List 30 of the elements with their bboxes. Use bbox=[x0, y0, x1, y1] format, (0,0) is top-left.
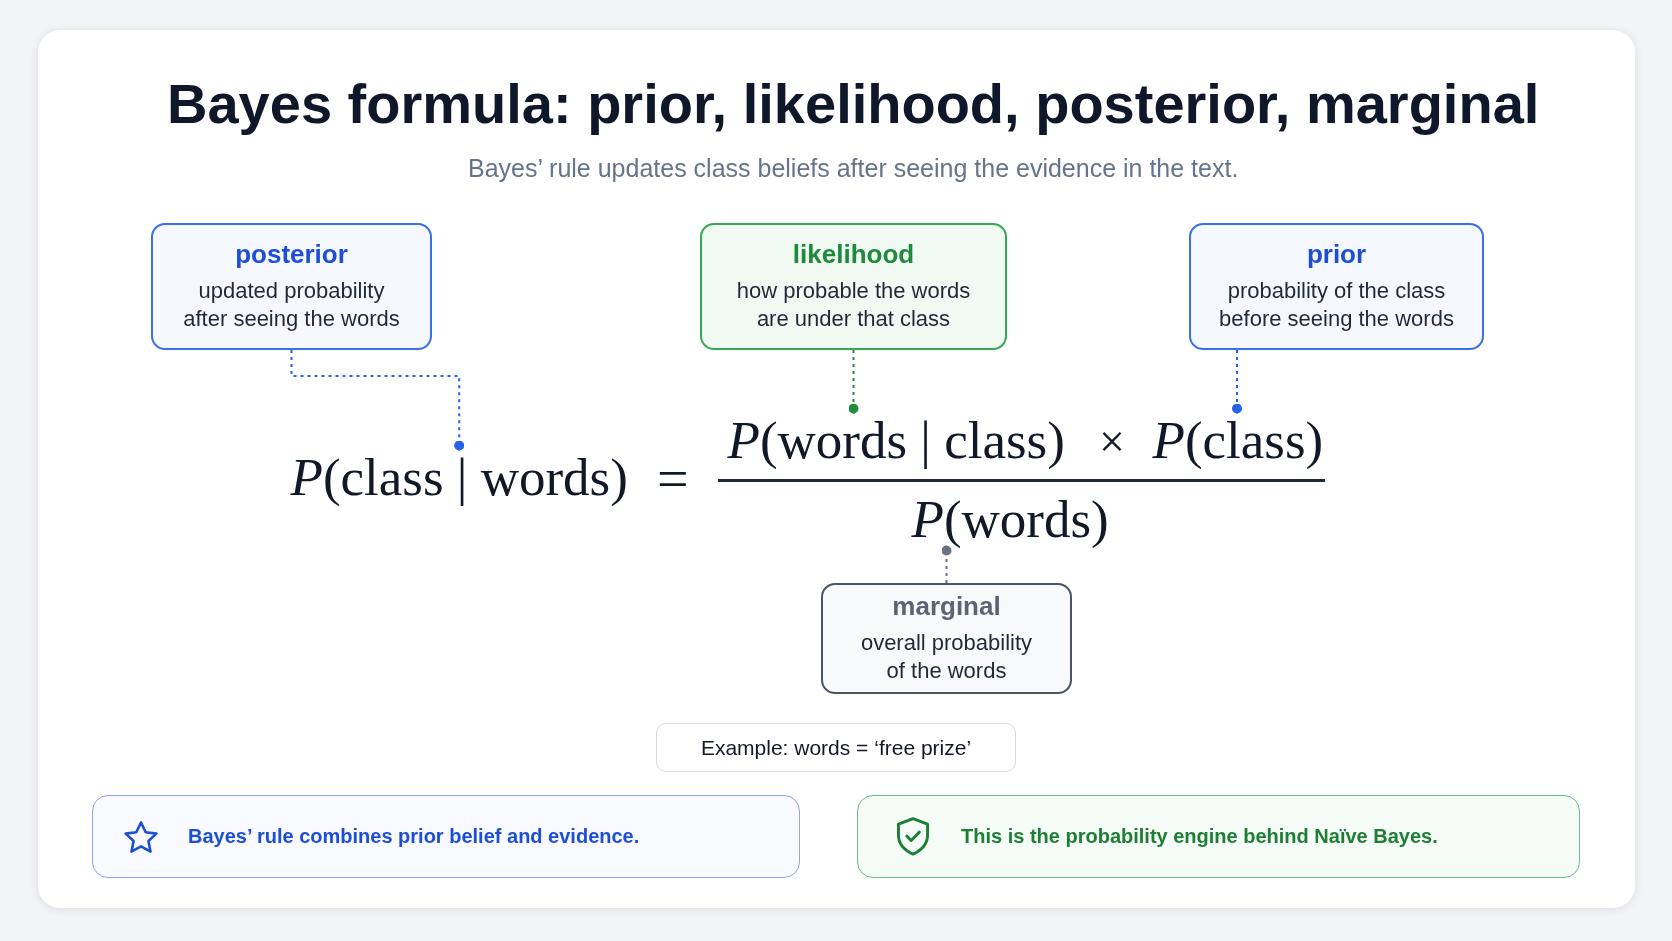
note-banner bbox=[857, 795, 1580, 878]
equals-sign: = bbox=[657, 451, 689, 507]
formula-term: P(words | class) bbox=[727, 413, 1065, 467]
example-text: Example: words = ‘free prize’ bbox=[700, 735, 972, 760]
note-text: This is the probability engine behind Naïve Bayes. bbox=[961, 825, 1438, 848]
formula-term: P(class | words) bbox=[290, 450, 628, 504]
callout-box bbox=[821, 583, 1072, 694]
callout-heading: prior bbox=[1306, 239, 1367, 271]
leader-line bbox=[290, 349, 465, 452]
leader-line bbox=[1232, 349, 1242, 415]
example-box bbox=[656, 723, 1016, 772]
callout-text: how probable the words are under that class bbox=[736, 276, 971, 334]
callout-text: overall probability of the words bbox=[860, 628, 1033, 686]
formula-term: P(class) bbox=[1152, 413, 1324, 467]
callout-box bbox=[151, 223, 432, 350]
callout-heading: posterior bbox=[235, 239, 348, 271]
callout-box bbox=[700, 223, 1007, 350]
callout-text: probability of the class before seeing the words bbox=[1218, 276, 1455, 334]
title: Bayes formula: prior, likelihood, posterior, marginal bbox=[167, 72, 1540, 137]
callout-heading: marginal bbox=[892, 591, 1001, 623]
callout-text: updated probability after seeing the words bbox=[182, 276, 401, 334]
callout-heading: likelihood bbox=[792, 239, 915, 271]
note-text: Bayes’ rule combines prior belief and evidence. bbox=[188, 825, 640, 848]
subtitle: Bayes’ rule updates class beliefs after seeing the evidence in the text. bbox=[468, 153, 1239, 183]
leader-line bbox=[848, 349, 859, 415]
leader-line bbox=[941, 544, 952, 584]
formula-term: P(words) bbox=[911, 492, 1109, 546]
callout-box bbox=[1189, 223, 1484, 350]
note-banner bbox=[92, 795, 800, 878]
times-sign: × bbox=[1099, 419, 1125, 465]
